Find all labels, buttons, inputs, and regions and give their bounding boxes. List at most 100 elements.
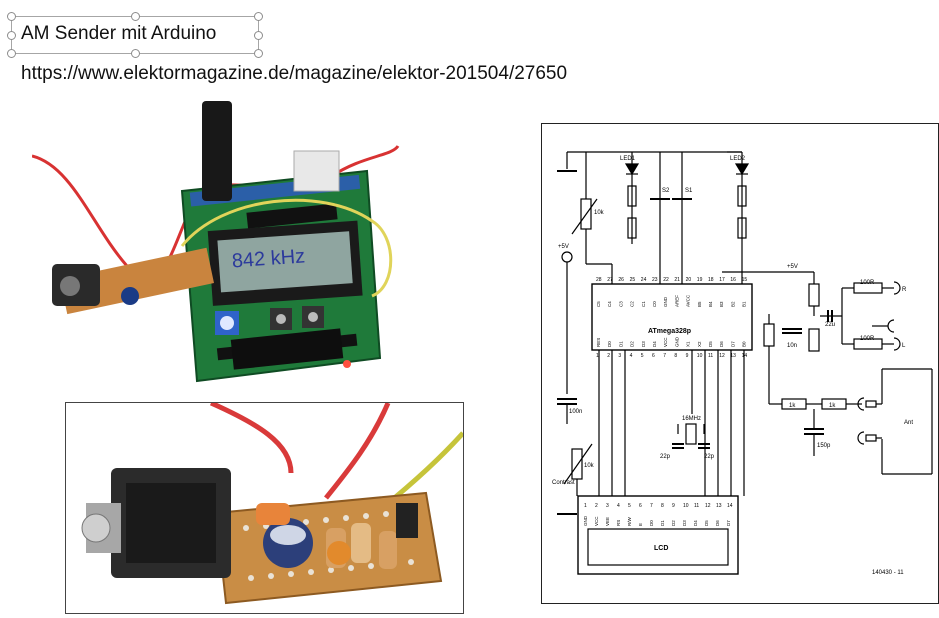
mcu-top-pin-26: 26: [618, 277, 624, 283]
lcd-pin-8: 8: [661, 503, 664, 509]
mcu-bottom-signal-D5: D5: [708, 341, 713, 347]
mcu-top-pin-16: 16: [730, 277, 736, 283]
label-5v-right: +5V: [787, 264, 798, 270]
resize-handle-bm[interactable]: [131, 49, 140, 58]
mcu-bottom-pin-7: 7: [663, 353, 666, 359]
mcu-bottom-pin-12: 12: [719, 353, 725, 359]
lcd-pin-13: 13: [716, 503, 722, 509]
label-150p: 150p: [817, 443, 831, 449]
mcu-top-pin-18: 18: [708, 277, 714, 283]
label-s2: S2: [662, 188, 670, 194]
resize-handle-tl[interactable]: [7, 12, 16, 21]
label-contrast: Contrast: [552, 480, 575, 486]
lcd-screen: [217, 231, 353, 293]
mcu-top-signal-GND: GND: [663, 296, 668, 307]
mcu-top-pin-23: 23: [652, 277, 658, 283]
mcu-top-pin-27: 27: [607, 277, 613, 283]
mcu-bottom-signal-B0: B0: [742, 341, 747, 347]
resize-handle-tm[interactable]: [131, 12, 140, 21]
label-led2: LED2: [730, 156, 746, 162]
arduino-shield-photo[interactable]: 842 kHz: [31, 96, 402, 386]
label-100r-2: 100R: [860, 336, 875, 342]
lcd-signal-VCC: VCC: [594, 516, 599, 526]
lcd-signal-D0: D0: [649, 520, 654, 526]
mcu-top-signal-B4: B4: [708, 301, 713, 307]
mcu-bottom-pin-5: 5: [641, 353, 644, 359]
label-1k-b: 1k: [829, 403, 836, 409]
label-out-r: R: [902, 287, 907, 293]
label-22p-2: 22p: [704, 454, 715, 460]
power-jack: [202, 101, 232, 201]
label-100n: 100n: [569, 409, 582, 415]
mcu-bottom-pin-4: 4: [630, 353, 633, 359]
mcu-bottom-signal-D7: D7: [730, 341, 735, 347]
mcu-bottom-pin-14: 14: [742, 353, 748, 359]
lcd-pin-5: 5: [628, 503, 631, 509]
mcu-top-signal-C1: C1: [641, 301, 646, 307]
lcd-signal-D3: D3: [682, 520, 687, 526]
label-5v-left: +5V: [558, 244, 569, 250]
lcd-pin-14: 14: [727, 503, 733, 509]
mcu-bottom-signal-D6: D6: [719, 341, 724, 347]
mcu-bottom-pin-9: 9: [686, 353, 689, 359]
mcu-top-pin-28: 28: [596, 277, 602, 283]
mcu-top-signal-B3: B3: [719, 301, 724, 307]
lcd-signal-D7: D7: [726, 520, 731, 526]
mcu-top-signal-C3: C3: [618, 301, 623, 307]
label-lcd: LCD: [654, 545, 668, 552]
mcu-top-pin-22: 22: [663, 277, 669, 283]
mcu-bottom-signal-X1: X1: [686, 341, 691, 347]
label-s1: S1: [685, 188, 693, 194]
mcu-bottom-pin-2: 2: [607, 353, 610, 359]
label-22p-1: 22p: [660, 454, 671, 460]
lcd-pin-3: 3: [606, 503, 609, 509]
lcd-pin-4: 4: [617, 503, 620, 509]
lcd-signal-RS: RS: [616, 520, 621, 526]
mcu-bottom-pin-13: 13: [730, 353, 736, 359]
mcu-top-pin-20: 20: [686, 277, 692, 283]
lcd-pin-2: 2: [595, 503, 598, 509]
mcu-bottom-pin-11: 11: [708, 353, 713, 359]
mcu-top-pin-17: 17: [719, 277, 725, 283]
mcu-bottom-signal-D4: D4: [652, 341, 657, 347]
mcu-bottom-signal-RES: RES: [596, 338, 601, 347]
mcu-top-signal-AREF: AREF: [674, 295, 679, 307]
resize-handle-ml[interactable]: [7, 31, 16, 40]
label-10n: 10n: [787, 343, 797, 349]
mcu-bottom-signal-D2: D2: [630, 341, 635, 347]
resize-handle-bl[interactable]: [7, 49, 16, 58]
label-100r-1: 100R: [860, 280, 875, 286]
mcu-top-signal-B2: B2: [730, 301, 735, 307]
label-pot-bottom: 10k: [584, 463, 595, 469]
mcu-bottom-pin-6: 6: [652, 353, 655, 359]
title-textbox[interactable]: AM Sender mit Arduino: [7, 12, 263, 58]
mcu-bottom-signal-X2: X2: [697, 341, 702, 347]
lcd-pin-7: 7: [650, 503, 653, 509]
mcu-top-pin-25: 25: [630, 277, 636, 283]
resize-handle-tr[interactable]: [254, 12, 263, 21]
label-out-l: L: [902, 343, 906, 349]
mcu-bottom-signal-D3: D3: [641, 341, 646, 347]
resize-handle-br[interactable]: [254, 49, 263, 58]
mcu-top-pin-15: 15: [742, 277, 748, 283]
perfboard-closeup-photo[interactable]: [65, 400, 465, 614]
label-code: 140430 - 11: [872, 570, 904, 576]
lcd-signal-D6: D6: [715, 520, 720, 526]
mcu-bottom-signal-VCC: VCC: [663, 337, 668, 347]
lcd-signal-E: E: [638, 523, 643, 526]
lcd-signal-D2: D2: [671, 520, 676, 526]
mcu-top-signal-C5: C5: [596, 301, 601, 307]
lcd-pin-9: 9: [672, 503, 675, 509]
resize-handle-mr[interactable]: [254, 31, 263, 40]
label-ant: Ant: [904, 420, 913, 426]
label-22u: 22u: [825, 322, 835, 328]
source-url: https://www.elektormagazine.de/magazine/…: [21, 63, 568, 84]
mcu-top-signal-C0: C0: [652, 301, 657, 307]
slide-title[interactable]: AM Sender mit Arduino: [21, 23, 217, 44]
mcu-top-signal-C4: C4: [607, 301, 612, 307]
mcu-bottom-signal-D1: D1: [618, 341, 623, 347]
lcd-pin-6: 6: [639, 503, 642, 509]
lcd-signal-R/W: R/W: [627, 517, 632, 527]
lcd-signal-GND: GND: [583, 515, 588, 526]
